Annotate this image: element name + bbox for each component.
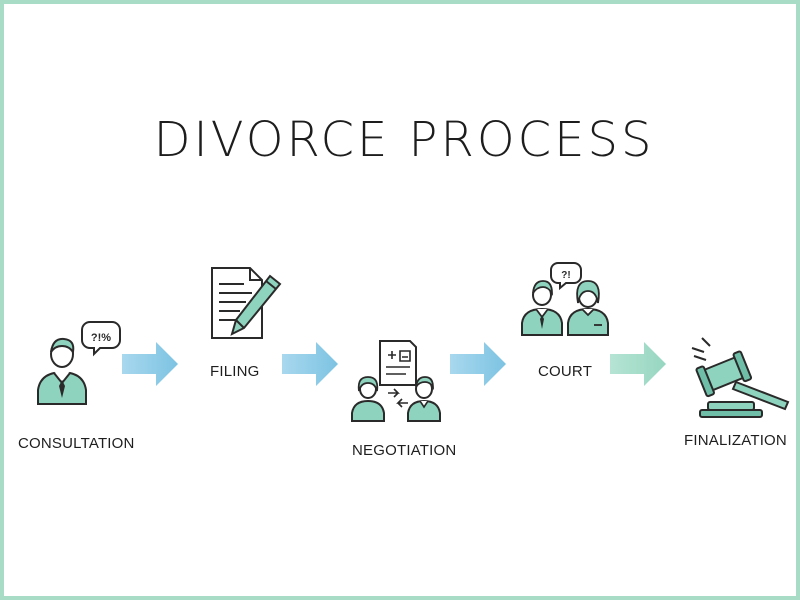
bubble-text: ?! [561, 270, 570, 281]
step-label-negotiation: NEGOTIATION [352, 442, 457, 459]
couple-speech-icon: ?! [521, 262, 609, 336]
step-label-consultation: CONSULTATION [18, 435, 135, 452]
step-label-finalization: FINALIZATION [684, 432, 787, 449]
document-pen-icon [211, 267, 282, 339]
step-label-court: COURT [538, 363, 593, 380]
person-speech-icon: ?!% [37, 321, 121, 405]
page-title: DIVORCE PROCESS [153, 112, 655, 168]
arrow-4 [610, 342, 666, 386]
arrow-1 [122, 342, 178, 386]
arrow-2 [282, 342, 338, 386]
gavel-icon [691, 337, 790, 418]
couple-document-icon [351, 340, 441, 422]
arrow-3 [450, 342, 506, 386]
step-label-filing: FILING [210, 363, 260, 380]
bubble-text: ?!% [91, 332, 111, 344]
